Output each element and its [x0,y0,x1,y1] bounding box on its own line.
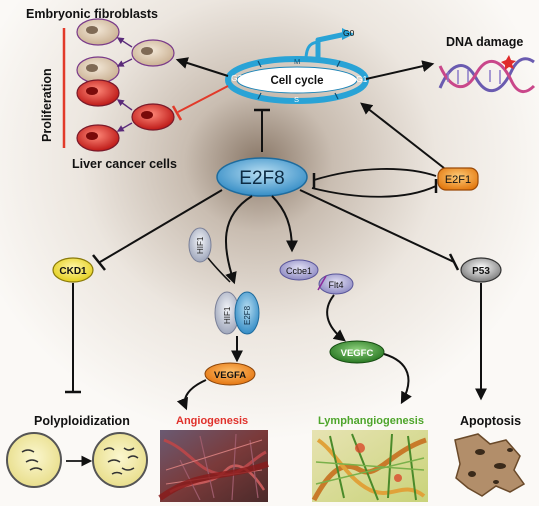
hif1-node-label: HIF1 [196,236,205,254]
cellcycle-to-fibroblasts-arrow [175,57,229,77]
e2f8-to-ccbe1-arrow [271,195,298,253]
e2f8-inhibits-p53 [299,189,455,263]
ccbe1-flt4-interaction [317,275,327,291]
e2f1-to-cell-cycle-arrow [360,102,445,169]
hif1-node [188,227,212,263]
g0-label: G0 [343,28,355,38]
e2f8-bound-label: E2F8 [243,305,252,325]
e2f8-inhibits-ckd1 [99,189,223,263]
e2f1-inhibits-e2f8-upper [313,168,437,181]
liver-cancer-cells [76,79,175,152]
inhibit-bar-ckd1 [92,254,106,271]
polyploidization-cells-image [6,432,148,488]
ccbe1-node [279,259,319,281]
hif1-e2f8-complex [214,291,260,335]
vegfc-node [329,340,385,364]
e2f1-node-label: E2F1 [445,174,471,186]
proliferation-label: Proliferation [40,68,54,142]
dna-damage-label: DNA damage [446,35,523,49]
embryonic-fibroblasts-label: Embryonic fibroblasts [26,7,158,21]
flt4-to-vegfc-arrow [326,294,346,342]
apoptosis-image [454,433,526,497]
ckd1-node-label: CKD1 [59,266,87,277]
inhibit-bar-p53 [448,253,460,271]
flt4-node [318,273,354,295]
vegfa-to-angiogenesis-arrow [176,379,207,411]
vegfa-node-label: VEGFA [214,370,246,381]
lymphangiogenesis-label: Lymphangiogenesis [318,415,424,427]
g1-label: G1 [356,74,368,84]
e2f8-inhibits-e2f1-lower [311,185,437,198]
g2-label: G2 [231,73,243,83]
flt4-node-label: Flt4 [328,280,343,290]
p53-node [460,257,502,283]
vegfc-node-label: VEGFC [341,348,374,359]
p53-node-label: P53 [472,266,490,277]
cellcycle-to-dna-damage-arrow [365,60,435,80]
polyploidization-label: Polyploidization [34,414,130,428]
apoptosis-label: Apoptosis [460,414,521,428]
inhibit-bar-liver [171,105,183,121]
lymphangiogenesis-image [311,430,428,502]
e2f8-to-hif1-complex-arrow [225,195,253,285]
angiogenesis-label: Angiogenesis [176,415,248,427]
e2f8-node-label: E2F8 [239,168,284,189]
fibroblast-cells [76,18,175,84]
liver-cancer-cells-label: Liver cancer cells [72,157,177,171]
vegfa-node [204,362,256,386]
m-phase-label: M [294,57,300,66]
cell-cycle-label: Cell cycle [270,75,323,87]
e2f8-node [216,157,308,197]
angiogenesis-image [158,430,269,502]
hif1-bound-label: HIF1 [223,306,232,324]
hif1-binding-arrow [207,257,231,283]
s-phase-label: S [294,95,299,104]
vegfc-to-lymphangiogenesis-arrow [383,353,412,405]
ckd1-node [52,257,94,283]
ccbe1-node-label: Ccbe1 [286,266,312,276]
cellcycle-inhibits-liver-cells [177,85,229,113]
e2f1-node [437,167,479,191]
dna-helix-image [438,55,536,93]
cell-cycle-ring [225,28,369,104]
